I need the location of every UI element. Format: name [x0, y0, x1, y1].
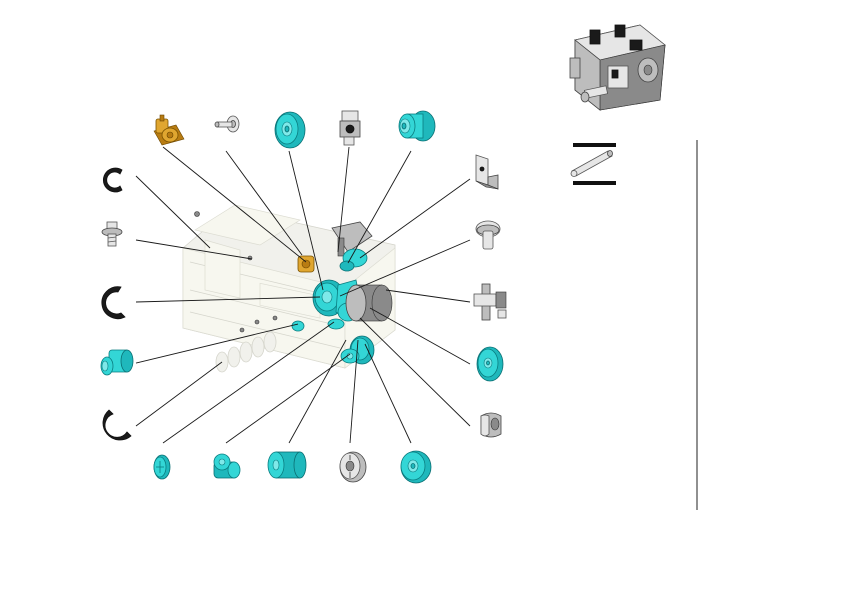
grey-hub-icon: [339, 451, 367, 483]
part-p16: [475, 154, 499, 190]
sheet-metal-bracket-icon: [475, 154, 499, 190]
cyan-cylinder-roller-icon: [267, 451, 307, 479]
part-p15: [400, 450, 432, 484]
part-p7: [101, 221, 123, 247]
cyan-small-gear-icon: [153, 454, 171, 480]
legend-symbol: [570, 143, 616, 185]
brass-spring-clip-icon: [153, 114, 185, 146]
part-p13: [267, 451, 307, 479]
part-p17: [475, 220, 501, 250]
clamp-bracket-icon: [473, 283, 507, 321]
shaft-rod-icon: [570, 150, 613, 177]
spring: [215, 331, 277, 373]
part-p1: [153, 114, 185, 146]
large-e-ring-icon: [101, 286, 126, 320]
part-p14: [339, 451, 367, 483]
part-p4: [339, 110, 361, 146]
main-assembly: [182, 204, 396, 373]
cyan-cam-gear-icon: [213, 453, 241, 479]
part-p11: [153, 454, 171, 480]
cyan-drive-wheel-icon: [476, 346, 504, 382]
part-p2: [214, 115, 240, 133]
cyan-pulley-icon: [274, 111, 306, 149]
e-ring-icon: [102, 167, 123, 193]
cyan-flanged-bushing-icon: [100, 349, 134, 376]
part-p6: [102, 167, 123, 193]
part-p8: [101, 286, 126, 320]
part-p20: [480, 412, 502, 438]
c-ring-icon: [102, 409, 132, 441]
end-cap-icon: [480, 412, 502, 438]
cyan-stepped-pulley-icon: [398, 110, 436, 142]
pin-icon: [214, 115, 240, 133]
part-p5: [398, 110, 436, 142]
thumbnail: [569, 24, 666, 111]
part-p18: [473, 283, 507, 321]
assembled-unit-icon: [569, 24, 666, 111]
part-p3: [274, 111, 306, 149]
installed-brass-clip: [297, 255, 315, 273]
part-p10: [102, 409, 132, 441]
leader-lines: [135, 146, 471, 444]
part-p19: [476, 346, 504, 382]
bracket-icon: [339, 110, 361, 146]
part-p12: [213, 453, 241, 479]
cyan-gear-wheel-icon: [400, 450, 432, 484]
mushroom-cap-icon: [475, 220, 501, 250]
part-p9: [100, 349, 134, 376]
flanged-bolt-icon: [101, 221, 123, 247]
